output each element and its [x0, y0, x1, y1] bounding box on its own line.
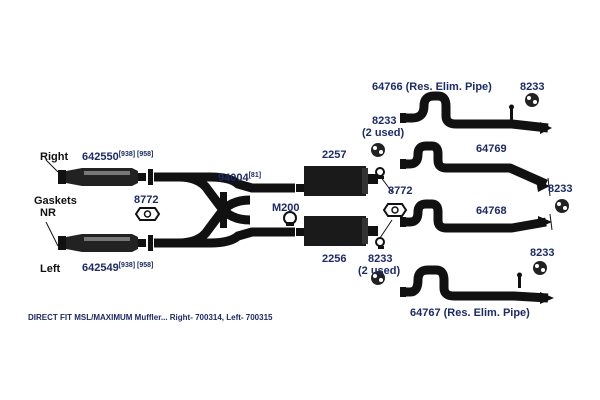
catalytic-converter-right-icon [58, 168, 146, 186]
hanger-top-right-icon [525, 93, 539, 107]
hanger-bottom-right-icon [533, 261, 547, 275]
gasket-upper-icon [148, 169, 153, 185]
label-gasket-left: 8772 [134, 194, 158, 206]
label-pipe-64768: 64768 [476, 205, 507, 217]
label-muffler-bottom: 2256 [322, 253, 346, 265]
label-hanger-upper: 8233 [372, 115, 396, 127]
gasket-lower-icon [148, 235, 153, 251]
muffler-2257-icon [296, 166, 378, 196]
hanger-mid-right-icon [555, 199, 569, 213]
tailpipe-64769-icon [400, 141, 550, 192]
gasket-8772-right-icon [382, 203, 408, 217]
label-cat-right: 642550[938] [958] [82, 151, 153, 163]
hanger-mid-right-leader-2 [549, 213, 553, 231]
label-cat-left: 642549[938] [958] [82, 262, 153, 274]
gasket-8772-left-icon [134, 207, 161, 221]
clamp-icon [283, 211, 297, 226]
tailpipe-64768-icon [400, 199, 552, 233]
label-hanger-top-right: 8233 [520, 81, 544, 93]
x-pipe-icon [154, 172, 295, 248]
label-hanger-bottom-right: 8233 [530, 247, 554, 259]
muffler-2256-icon [296, 216, 378, 246]
label-hanger-mid-right: 8233 [548, 183, 572, 195]
label-hanger-lower-note: (2 used) [358, 265, 401, 277]
gasket-leader-left [45, 221, 59, 247]
tailpipe-64766-icon [400, 91, 552, 134]
label-left: Left [40, 263, 61, 275]
label-right: Right [40, 151, 68, 163]
label-pipe-64767: 64767 (Res. Elim. Pipe) [410, 307, 530, 319]
outlet-clamp-lower-icon [375, 237, 385, 249]
label-gaskets: Gaskets [34, 195, 77, 207]
hanger-mid-right-leader-1 [547, 177, 551, 197]
caption: DIRECT FIT MSL/MAXIMUM Muffler... Right-… [28, 313, 273, 322]
catalytic-converter-left-icon [58, 234, 146, 252]
label-muffler-top: 2257 [322, 149, 346, 161]
label-pipe-64766: 64766 (Res. Elim. Pipe) [372, 81, 492, 93]
label-gasket-right: 8772 [388, 185, 412, 197]
label-xpipe: 94004[81] [218, 172, 261, 184]
label-pipe-64769: 64769 [476, 143, 507, 155]
gasket-leader-right [45, 159, 59, 173]
hanger-upper-left-icon [371, 143, 385, 157]
label-clamp: M200 [272, 202, 300, 214]
gasket-right-leader-2 [379, 219, 393, 239]
tailpipe-64767-icon [400, 265, 554, 304]
label-hanger-lower: 8233 [368, 253, 392, 265]
label-hanger-upper-note: (2 used) [362, 127, 405, 139]
label-gaskets-nr: NR [40, 207, 56, 219]
gasket-right-leader-1 [379, 175, 393, 193]
hanger-lower-left-icon [371, 271, 385, 285]
